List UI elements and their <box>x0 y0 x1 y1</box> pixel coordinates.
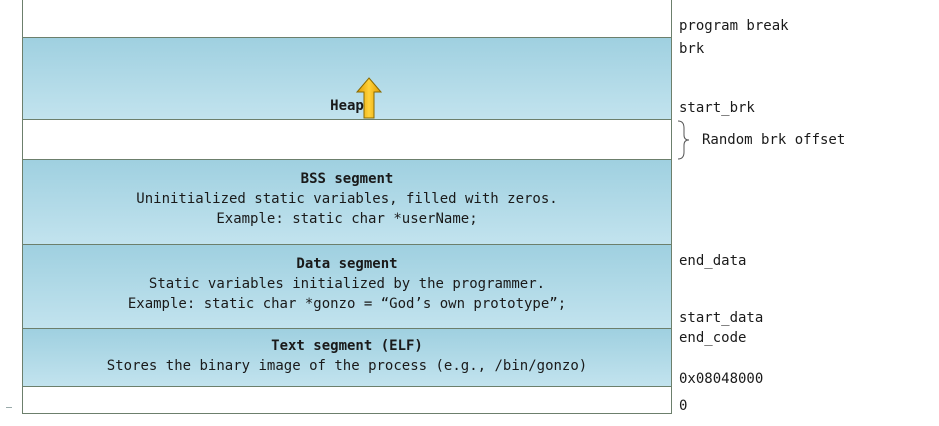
data-description: Static variables initialized by the prog… <box>148 276 546 292</box>
bss-example: Example: static char *userName; <box>216 211 478 227</box>
label-end-code: end_code <box>679 330 747 346</box>
data-title: Data segment <box>296 256 398 272</box>
right-brace-icon <box>677 120 690 160</box>
label-start-data: start_data <box>679 310 764 326</box>
axis-tick <box>6 407 12 408</box>
bss-description: Uninitialized static variables, filled w… <box>136 191 558 207</box>
text-title: Text segment (ELF) <box>271 338 423 354</box>
segment-bottom-empty <box>22 387 672 414</box>
label-brk: brk <box>679 41 705 57</box>
bss-title: BSS segment <box>300 171 394 187</box>
segment-heap: Heap <box>22 38 672 120</box>
label-end-data: end_data <box>679 253 747 269</box>
label-start-brk: start_brk <box>679 100 755 116</box>
text-description: Stores the binary image of the process (… <box>106 358 588 374</box>
label-random-brk-offset: Random brk offset <box>702 132 846 148</box>
label-program-break: program break <box>679 18 789 34</box>
heap-title: Heap <box>330 98 364 114</box>
label-zero-address: 0 <box>679 398 688 414</box>
up-arrow-icon <box>356 77 382 119</box>
label-text-base-address: 0x08048000 <box>679 371 764 387</box>
data-example: Example: static char *gonzo = “God’s own… <box>127 296 567 312</box>
segment-top-empty <box>22 0 672 38</box>
segment-random-gap <box>22 120 672 160</box>
segment-text: Text segment (ELF) Stores the binary ima… <box>22 329 672 387</box>
segment-bss: BSS segment Uninitialized static variabl… <box>22 160 672 245</box>
segment-data: Data segment Static variables initialize… <box>22 245 672 329</box>
